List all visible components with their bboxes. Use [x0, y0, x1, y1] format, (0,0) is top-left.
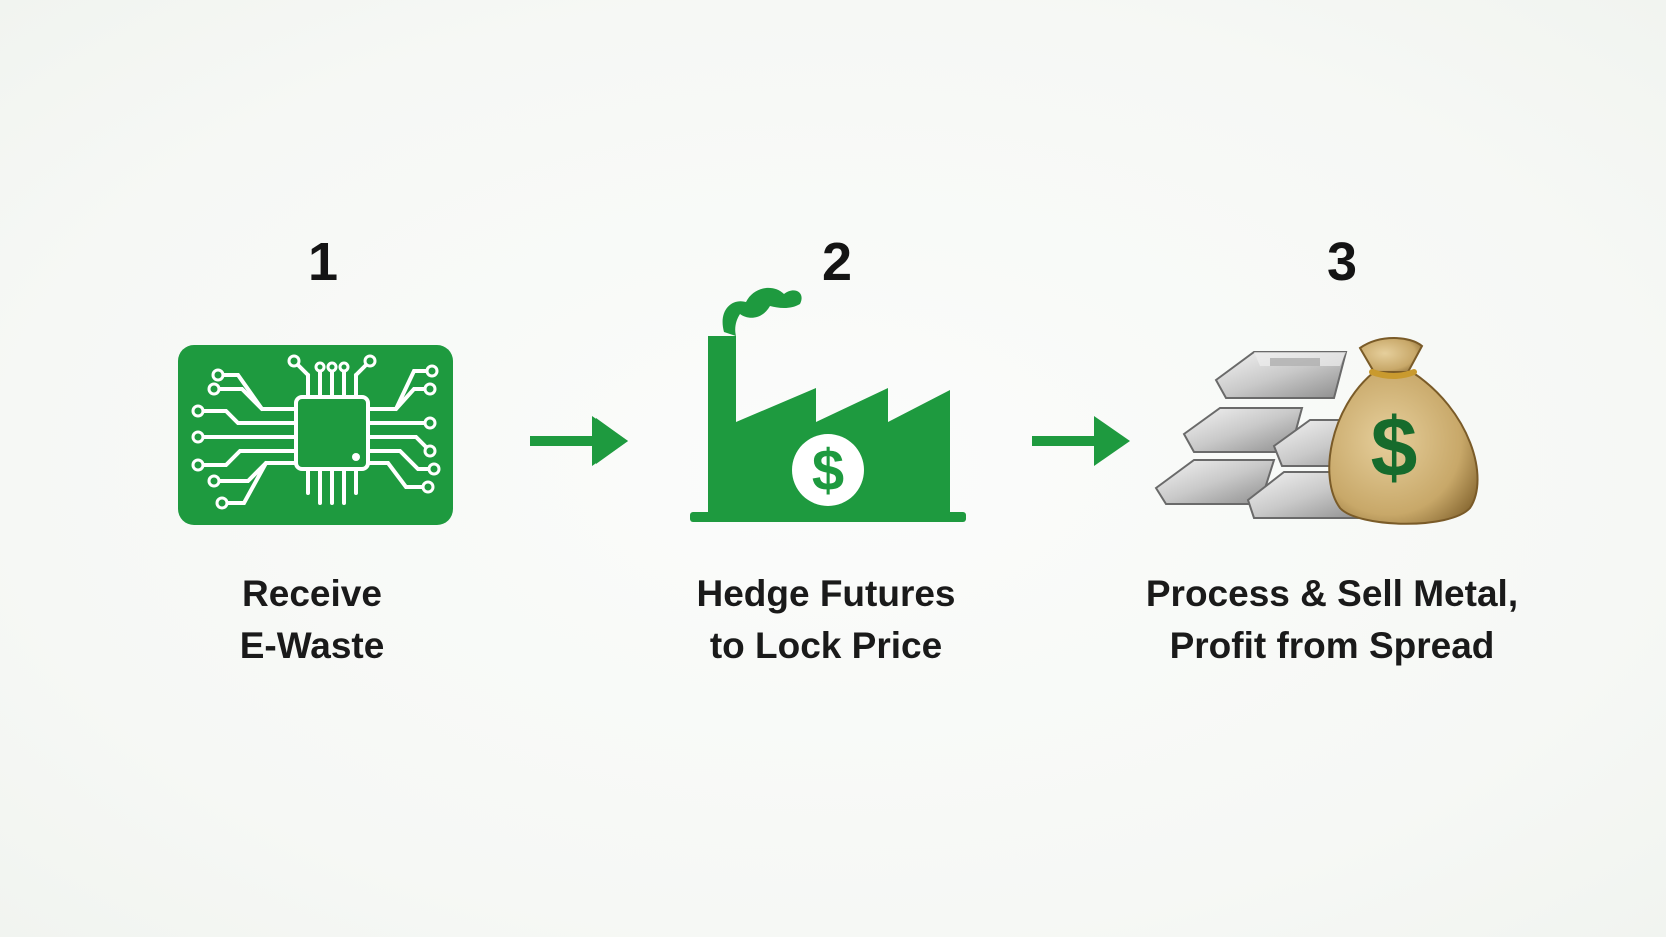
svg-text:$: $ — [812, 438, 844, 503]
step-1-label: Receive E-Waste — [82, 568, 542, 672]
factory-dollar-icon: $ — [690, 287, 966, 522]
step-3-label-line1: Process & Sell Metal, — [1145, 573, 1519, 614]
step-2-number: 2 — [821, 232, 853, 292]
svg-text:$: $ — [1371, 400, 1418, 494]
step-3-number: 3 — [1326, 232, 1358, 292]
step-1-label-line2: E-Waste — [239, 625, 385, 666]
silver-bars-money-bag-icon: $ — [1154, 337, 1479, 525]
arrow-right-icon — [1032, 416, 1130, 466]
step-1-label-line1: Receive — [242, 573, 382, 614]
step-3-label-line2: Profit from Spread — [1169, 625, 1495, 666]
step-2-label: Hedge Futures to Lock Price — [596, 568, 1056, 672]
arrow-right-icon — [530, 416, 628, 466]
step-1-number: 1 — [307, 232, 339, 292]
step-2-label-line1: Hedge Futures — [696, 573, 956, 614]
step-2-label-line2: to Lock Price — [709, 625, 943, 666]
step-3-label: Process & Sell Metal, Profit from Spread — [1102, 568, 1562, 672]
circuit-board-icon — [178, 345, 453, 525]
